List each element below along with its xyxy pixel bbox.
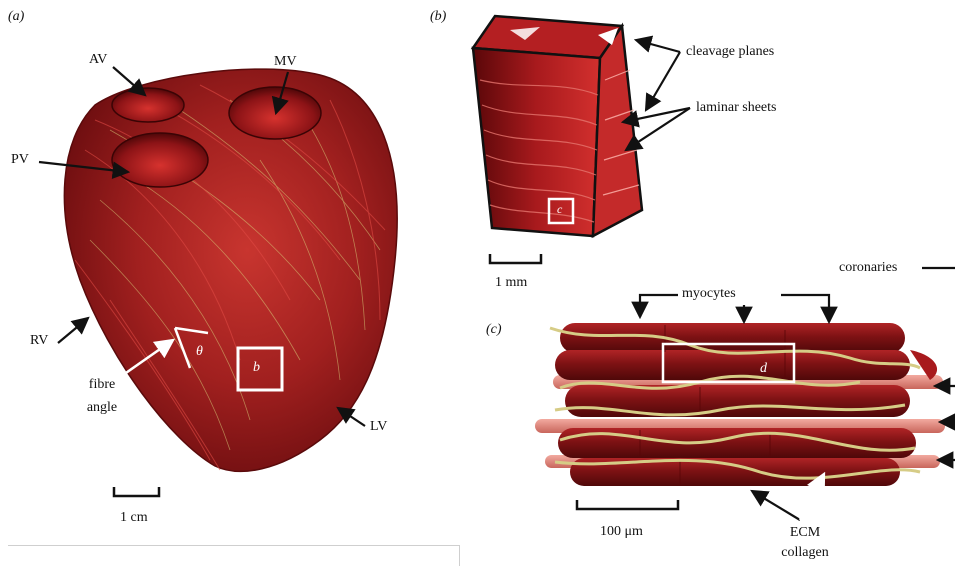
scale-label-100um: 100 μm	[600, 525, 643, 539]
label-lv: LV	[370, 420, 387, 434]
panel-label-b: (b)	[430, 10, 446, 24]
scale-bar-1mm	[490, 254, 541, 263]
scale-label-1mm: 1 mm	[495, 276, 527, 290]
label-rv: RV	[30, 334, 48, 348]
divider-rule	[8, 545, 460, 546]
label-coronaries: coronaries	[839, 261, 897, 275]
divider-rule-vertical	[459, 545, 460, 566]
scale-bar-100um	[577, 500, 678, 509]
box-label-c: c	[557, 203, 562, 215]
label-mv: MV	[274, 55, 297, 69]
box-label-b: b	[253, 361, 260, 375]
label-fibre: fibre	[77, 378, 127, 392]
scale-bar-1cm	[114, 487, 159, 496]
aortic-valve	[112, 88, 184, 122]
label-ecm: ECM	[775, 526, 835, 540]
label-theta: θ	[196, 345, 203, 359]
label-angle: angle	[77, 401, 127, 415]
label-av: AV	[89, 53, 107, 67]
label-myocytes: myocytes	[682, 287, 736, 301]
label-pv: PV	[11, 153, 29, 167]
mitral-valve	[229, 87, 321, 139]
myocyte-bundle	[535, 323, 945, 486]
box-label-d: d	[760, 362, 767, 376]
label-collagen: collagen	[770, 546, 840, 560]
panel-label-c: (c)	[486, 323, 502, 337]
label-cleavage-planes: cleavage planes	[686, 45, 774, 59]
scale-label-1cm: 1 cm	[120, 511, 148, 525]
panel-label-a: (a)	[8, 10, 24, 24]
pulmonary-valve	[112, 133, 208, 187]
label-laminar-sheets: laminar sheets	[696, 101, 776, 115]
